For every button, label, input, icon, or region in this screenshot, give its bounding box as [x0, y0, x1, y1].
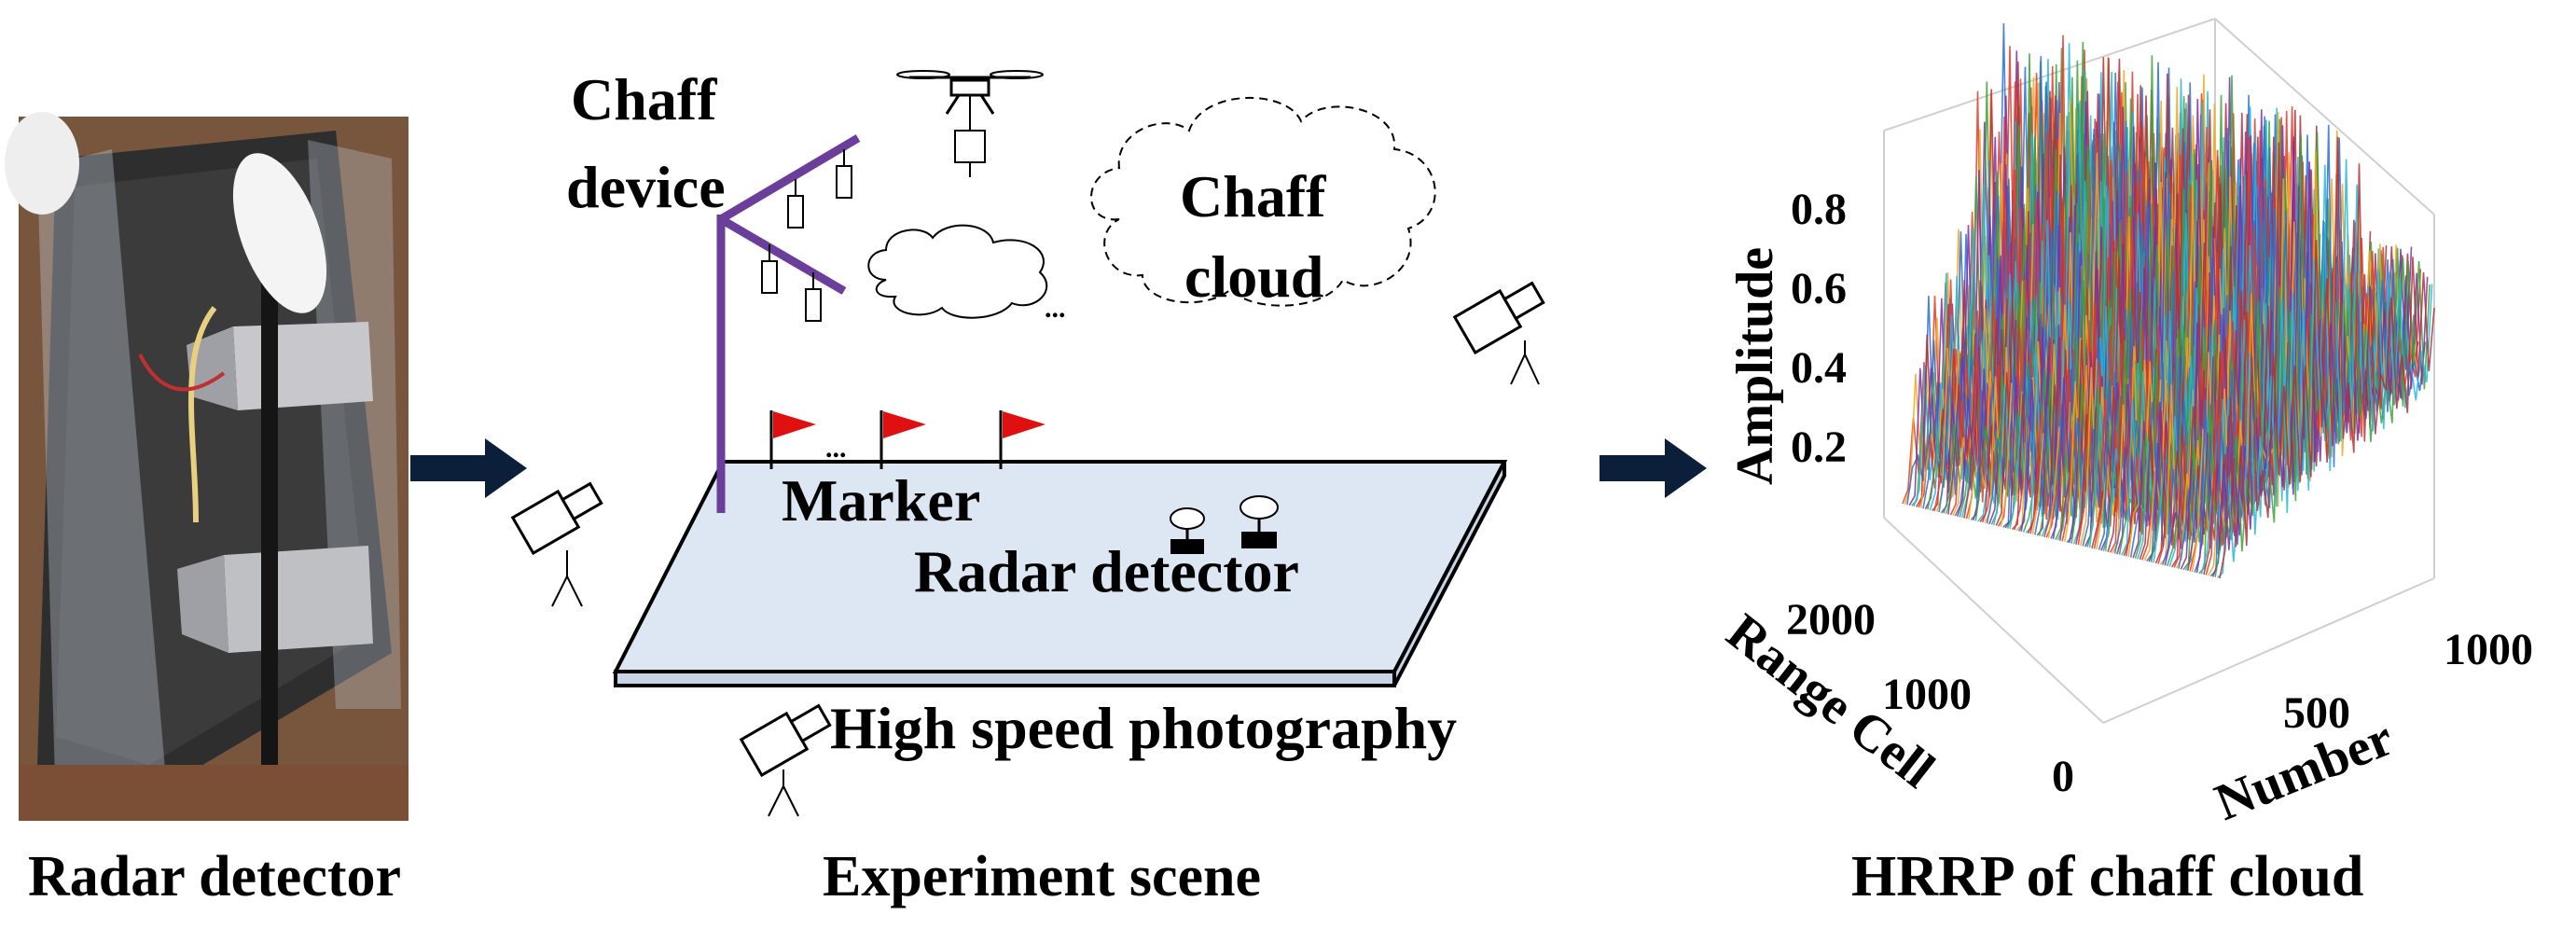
- label-chaff-device-1: Chaff: [571, 66, 717, 132]
- z-tick-0.6: 0.6: [1791, 264, 1847, 313]
- y-tick-1000: 1000: [1882, 670, 1972, 719]
- x-tick-500: 500: [2283, 688, 2350, 738]
- z-tick-0.8: 0.8: [1791, 185, 1847, 234]
- label-ellipsis-flags: ...: [825, 433, 847, 464]
- experiment-scene: Chaff device Chaff cloud ... ... Marker …: [510, 66, 1545, 817]
- radar-detector-photo: [5, 112, 409, 821]
- flow-arrow-1: [410, 438, 527, 498]
- label-marker: Marker: [782, 467, 980, 534]
- camera-tripod-left: [551, 550, 583, 607]
- label-high-speed-photography: High speed photography: [830, 695, 1457, 761]
- camera-tripod-right: [1510, 340, 1540, 385]
- label-chaff-cloud-2: cloud: [1184, 243, 1323, 310]
- hrrp-trace-138: [2217, 159, 2433, 578]
- camera-tripod-bottom: [768, 770, 799, 817]
- small-cloud: [867, 224, 1048, 319]
- camera-icon-bottom: [739, 703, 832, 778]
- hrrp-trace-136: [2211, 161, 2429, 577]
- camera-icon-left: [510, 481, 603, 556]
- z-tick-0.2: 0.2: [1791, 423, 1847, 472]
- label-chaff-cloud-1: Chaff: [1180, 163, 1326, 229]
- test-platform: [612, 460, 1508, 687]
- marker-flags: [769, 410, 1046, 469]
- y-tick-0: 0: [2052, 752, 2074, 801]
- label-ellipsis-cloud: ...: [1045, 293, 1066, 324]
- label-chaff-device-2: device: [566, 154, 726, 220]
- chaff-cloud: [1090, 97, 1436, 307]
- caption-radar-detector: Radar detector: [28, 845, 401, 908]
- x-tick-1000: 1000: [2444, 625, 2533, 674]
- hrrp-trace-139: [2219, 136, 2435, 579]
- radar-detector-symbols: [1170, 495, 1279, 554]
- chaff-device-pole: [716, 134, 861, 513]
- drone-icon: [896, 70, 1044, 177]
- flow-arrow-2: [1600, 438, 1707, 498]
- caption-hrrp: HRRP of chaff cloud: [1851, 845, 2363, 908]
- caption-experiment-scene: Experiment scene: [823, 845, 1261, 908]
- camera-icon-right: [1452, 281, 1545, 355]
- z-axis-label: Amplitude: [1726, 247, 1784, 485]
- hrrp-surface: [1902, 22, 2435, 579]
- label-radar-detector-scene: Radar detector: [914, 538, 1299, 604]
- y-tick-2000: 2000: [1786, 595, 1876, 645]
- z-tick-0.4: 0.4: [1791, 343, 1847, 393]
- hrrp-chart: 0.8 0.6 0.4 0.2 Amplitude 2000 1000 0 Ra…: [1716, 18, 2533, 832]
